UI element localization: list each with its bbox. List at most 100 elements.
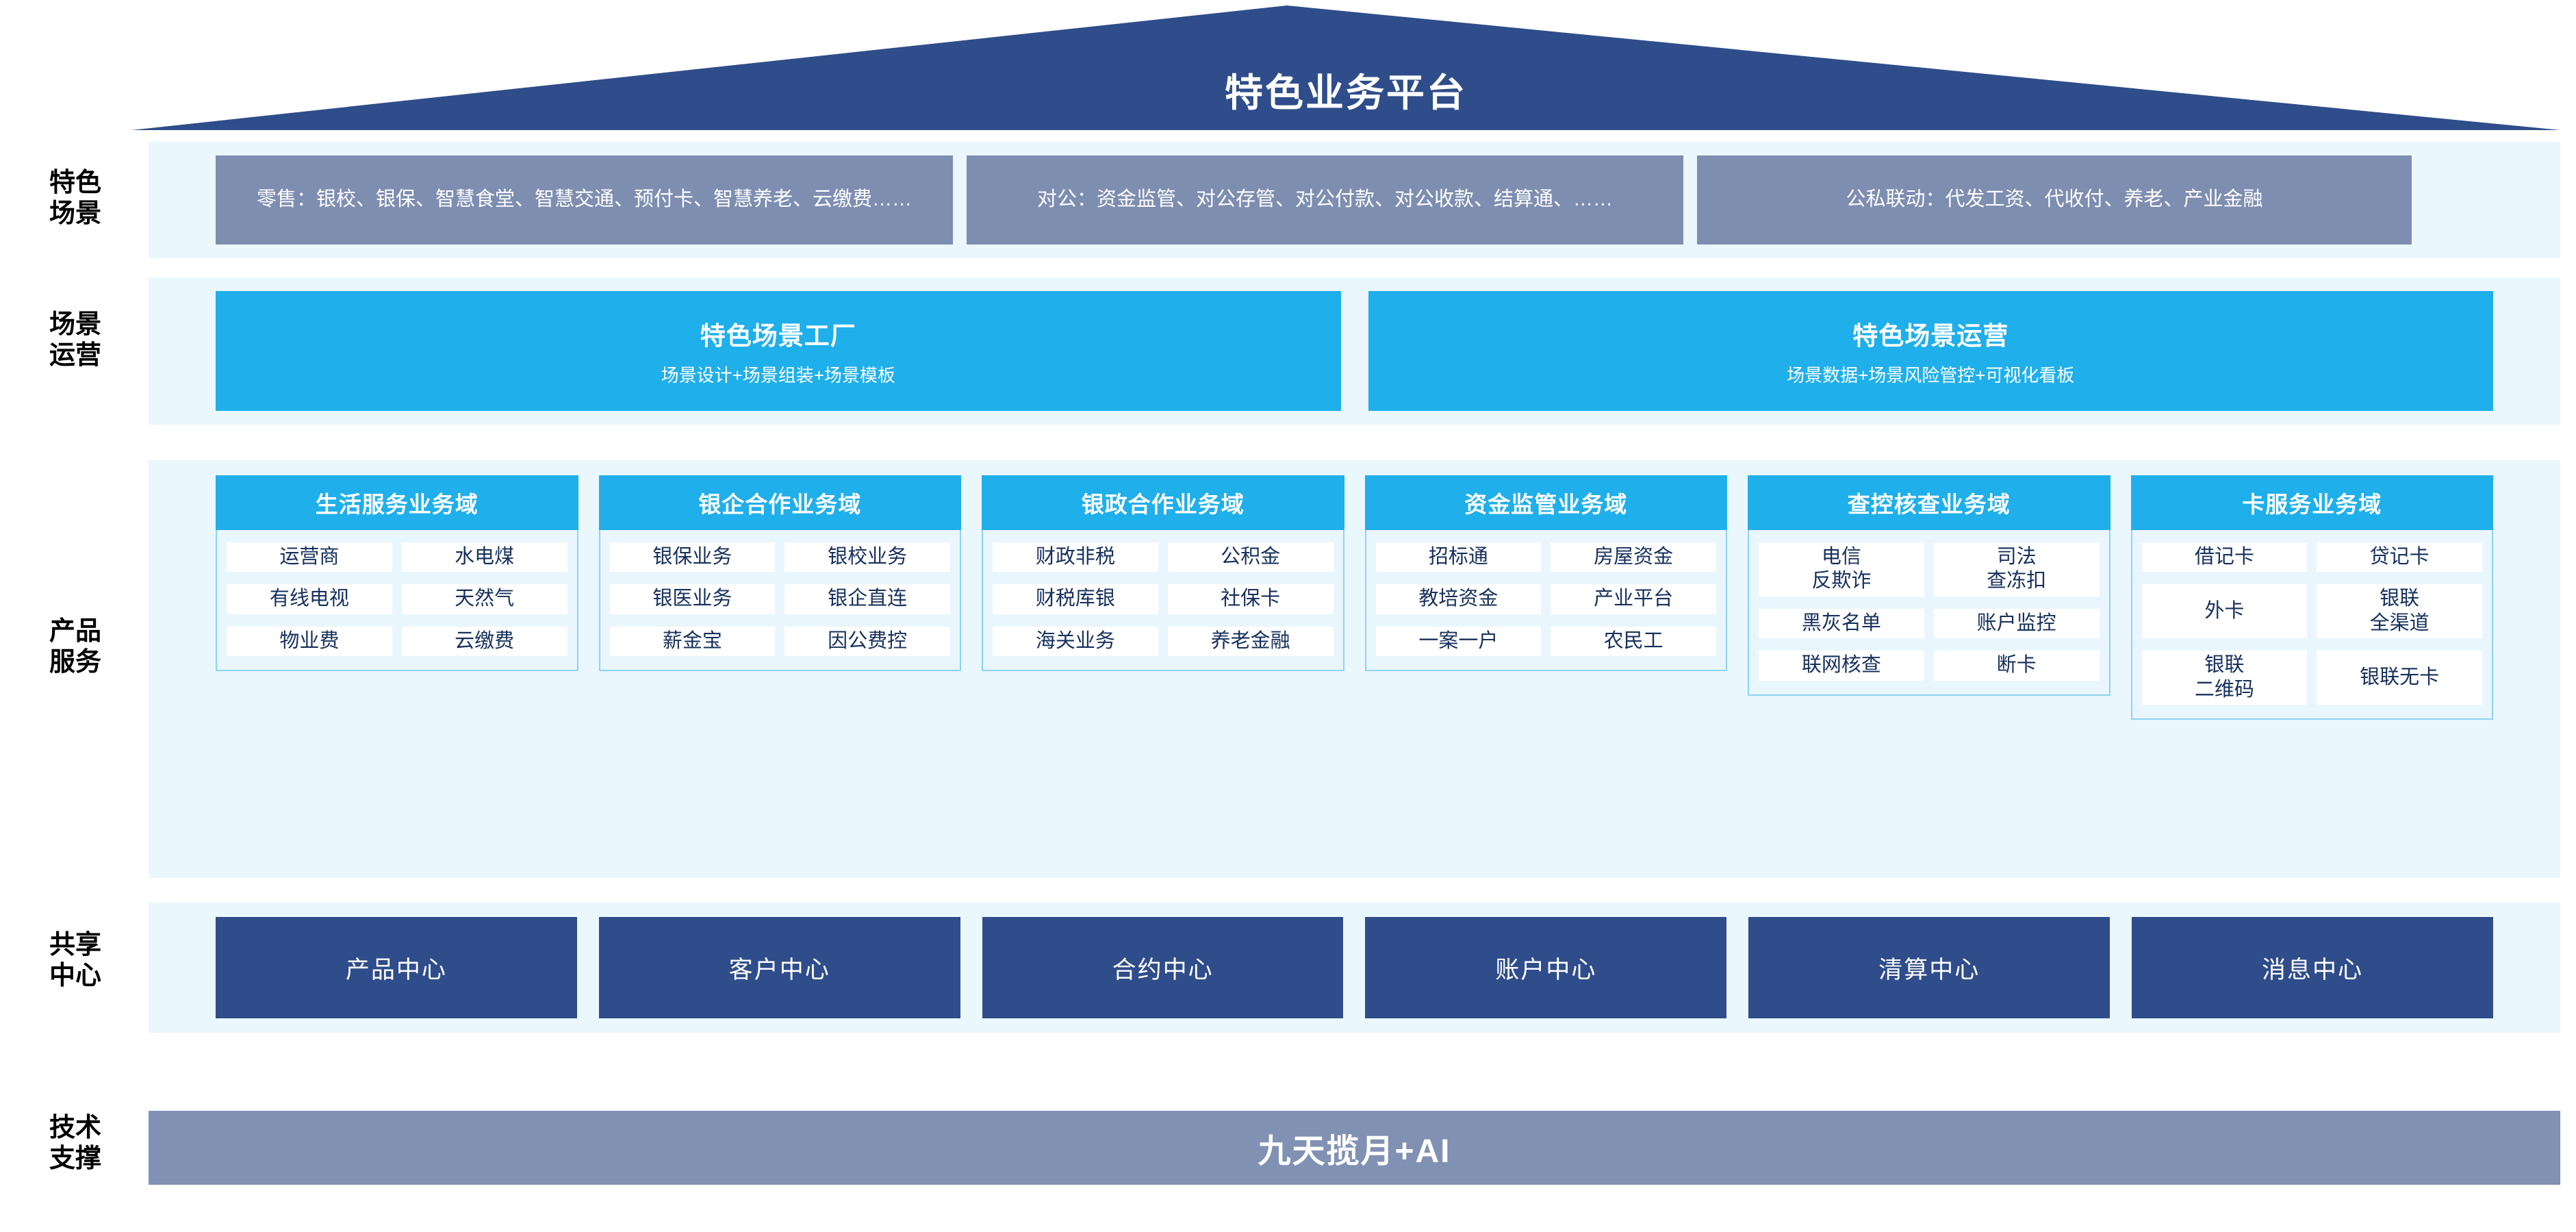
- product-cell[interactable]: 黑灰名单: [1759, 608, 1924, 639]
- product-cell[interactable]: 司法 查冻扣: [1933, 542, 2100, 596]
- operation-row: 特色场景工厂 场景设计+场景组装+场景模板 特色场景运营 场景数据+场景风险管控…: [149, 277, 2560, 425]
- product-cell[interactable]: 公积金: [1167, 542, 1334, 573]
- scene-box-retail[interactable]: 零售：银校、银保、智慧食堂、智慧交通、预付卡、智慧养老、云缴费……: [216, 155, 953, 244]
- product-cell[interactable]: 运营商: [227, 542, 392, 573]
- shared-center-settlement[interactable]: 清算中心: [1748, 917, 2110, 1018]
- platform-roof-header: 特色业务平台: [131, 5, 2560, 130]
- row-label-tech: 技术 支撑: [49, 1114, 101, 1173]
- product-column-body: 银保业务 银校业务 银医业务 银企直连 薪金宝 因公费控: [598, 530, 961, 672]
- product-row: 招标通 房屋资金: [1375, 542, 1716, 573]
- row-label-product: 产品 服务: [49, 617, 101, 677]
- product-cell[interactable]: 银校业务: [785, 542, 950, 573]
- product-cell[interactable]: 贷记卡: [2317, 542, 2482, 573]
- product-row: 银医业务 银企直连: [609, 584, 950, 614]
- product-column-body: 借记卡 贷记卡 外卡 银联 全渠道 银联 二维码 银联无卡: [2130, 530, 2493, 720]
- product-cell[interactable]: 社保卡: [1167, 584, 1334, 614]
- shared-center-customer[interactable]: 客户中心: [598, 917, 960, 1018]
- product-cell[interactable]: 借记卡: [2141, 542, 2308, 573]
- operation-box-scene-factory[interactable]: 特色场景工厂 场景设计+场景组装+场景模板: [216, 291, 1341, 411]
- product-cell[interactable]: 断卡: [1933, 651, 2100, 681]
- product-column-title: 资金监管业务域: [1364, 475, 1727, 530]
- product-cell[interactable]: 物业费: [227, 626, 392, 657]
- product-cell[interactable]: 薪金宝: [609, 626, 776, 657]
- product-cell[interactable]: 海关业务: [993, 626, 1158, 657]
- shared-center-message[interactable]: 消息中心: [2132, 917, 2493, 1018]
- product-column-title: 银政合作业务域: [982, 475, 1344, 530]
- product-cell[interactable]: 产业平台: [1551, 584, 1716, 614]
- operation-title: 特色场景运营: [1852, 322, 2009, 350]
- product-cell[interactable]: 银医业务: [609, 584, 776, 614]
- product-cell[interactable]: 联网核查: [1759, 651, 1924, 681]
- product-cell[interactable]: 有线电视: [227, 584, 392, 614]
- product-cell[interactable]: 银联 全渠道: [2317, 584, 2482, 639]
- product-cell[interactable]: 云缴费: [401, 626, 568, 657]
- row-label-scene: 特色 场景: [49, 168, 101, 228]
- operation-title: 特色场景工厂: [700, 322, 856, 350]
- product-cell[interactable]: 天然气: [401, 584, 568, 614]
- product-cell[interactable]: 电信 反欺诈: [1759, 542, 1924, 596]
- product-row: 薪金宝 因公费控: [609, 626, 950, 657]
- product-row: 财税库银 社保卡: [993, 584, 1334, 614]
- product-row: 外卡 银联 全渠道: [2141, 584, 2482, 639]
- product-cell[interactable]: 因公费控: [785, 626, 950, 657]
- roof-triangle-shape: [131, 5, 2560, 130]
- scene-box-corporate[interactable]: 对公：资金监管、对公存管、对公付款、对公收款、结算通、……: [967, 155, 1683, 244]
- product-column-title: 生活服务业务域: [216, 475, 578, 530]
- scene-box-public-private[interactable]: 公私联动：代发工资、代收付、养老、产业金融: [1697, 155, 2412, 244]
- product-cell[interactable]: 房屋资金: [1551, 542, 1716, 573]
- product-column-fund-supervision: 资金监管业务域 招标通 房屋资金 教培资金 产业平台 一案一户 农民工: [1364, 475, 1727, 672]
- shared-center-product[interactable]: 产品中心: [216, 917, 577, 1018]
- product-column-title: 查控核查业务域: [1748, 475, 2110, 530]
- product-cell[interactable]: 银保业务: [609, 542, 776, 573]
- product-row: 运营商 水电煤: [227, 542, 568, 573]
- product-cell[interactable]: 一案一户: [1375, 626, 1542, 657]
- product-row: 物业费 云缴费: [227, 626, 568, 657]
- product-cell[interactable]: 银联无卡: [2317, 651, 2482, 705]
- product-column-title: 银企合作业务域: [598, 475, 961, 530]
- product-column-life-service: 生活服务业务域 运营商 水电煤 有线电视 天然气 物业费 云缴费: [216, 475, 578, 672]
- product-row: 银联 二维码 银联无卡: [2141, 651, 2482, 705]
- product-cell[interactable]: 银联 二维码: [2141, 651, 2308, 705]
- product-row: 一案一户 农民工: [1375, 626, 1716, 657]
- product-service-band: 生活服务业务域 运营商 水电煤 有线电视 天然气 物业费 云缴费 银企合作业务域: [149, 460, 2560, 878]
- shared-center-account[interactable]: 账户中心: [1365, 917, 1727, 1018]
- product-row: 借记卡 贷记卡: [2141, 542, 2482, 573]
- product-cell[interactable]: 水电煤: [401, 542, 568, 573]
- tech-support-bar[interactable]: 九天揽月+AI: [149, 1111, 2560, 1185]
- shared-center-contract[interactable]: 合约中心: [982, 917, 1344, 1018]
- product-cell[interactable]: 银企直连: [785, 584, 950, 614]
- product-row: 海关业务 养老金融: [993, 626, 1334, 657]
- product-column-body: 财政非税 公积金 财税库银 社保卡 海关业务 养老金融: [982, 530, 1344, 672]
- product-row: 黑灰名单 账户监控: [1759, 608, 2100, 639]
- product-column-bank-enterprise: 银企合作业务域 银保业务 银校业务 银医业务 银企直连 薪金宝 因公费控: [598, 475, 961, 672]
- product-row: 银保业务 银校业务: [609, 542, 950, 573]
- operation-subtitle: 场景设计+场景组装+场景模板: [661, 365, 895, 386]
- product-row: 财政非税 公积金: [993, 542, 1334, 573]
- row-label-operation: 场景 运营: [49, 310, 101, 370]
- product-column-card-service: 卡服务业务域 借记卡 贷记卡 外卡 银联 全渠道 银联 二维码 银联无卡: [2130, 475, 2493, 720]
- product-cell[interactable]: 外卡: [2141, 584, 2308, 639]
- shared-center-band: 产品中心 客户中心 合约中心 账户中心 清算中心 消息中心: [149, 903, 2560, 1033]
- product-column-body: 招标通 房屋资金 教培资金 产业平台 一案一户 农民工: [1364, 530, 1727, 672]
- product-cell[interactable]: 招标通: [1375, 542, 1542, 573]
- product-row: 有线电视 天然气: [227, 584, 568, 614]
- product-column-body: 运营商 水电煤 有线电视 天然气 物业费 云缴费: [216, 530, 578, 672]
- product-row: 电信 反欺诈 司法 查冻扣: [1759, 542, 2100, 596]
- product-column-title: 卡服务业务域: [2130, 475, 2493, 530]
- shared-center-row: 产品中心 客户中心 合约中心 账户中心 清算中心 消息中心: [149, 903, 2560, 1033]
- product-column-body: 电信 反欺诈 司法 查冻扣 黑灰名单 账户监控 联网核查 断卡: [1748, 530, 2110, 696]
- product-column-bank-government: 银政合作业务域 财政非税 公积金 财税库银 社保卡 海关业务 养老金融: [982, 475, 1344, 672]
- product-cell[interactable]: 财税库银: [993, 584, 1158, 614]
- product-cell[interactable]: 账户监控: [1933, 608, 2100, 639]
- scene-band: 零售：银校、银保、智慧食堂、智慧交通、预付卡、智慧养老、云缴费…… 对公：资金监…: [149, 142, 2560, 258]
- product-cell[interactable]: 养老金融: [1167, 626, 1334, 657]
- scene-row: 零售：银校、银保、智慧食堂、智慧交通、预付卡、智慧养老、云缴费…… 对公：资金监…: [149, 142, 2560, 258]
- row-label-shared: 共享 中心: [49, 931, 101, 990]
- product-row: 教培资金 产业平台: [1375, 584, 1716, 614]
- product-column-investigation-control: 查控核查业务域 电信 反欺诈 司法 查冻扣 黑灰名单 账户监控 联网核查 断卡: [1748, 475, 2110, 696]
- product-cell[interactable]: 教培资金: [1375, 584, 1542, 614]
- product-cell[interactable]: 财政非税: [993, 542, 1158, 573]
- operation-band: 特色场景工厂 场景设计+场景组装+场景模板 特色场景运营 场景数据+场景风险管控…: [149, 277, 2560, 425]
- product-cell[interactable]: 农民工: [1551, 626, 1716, 657]
- operation-box-scene-operation[interactable]: 特色场景运营 场景数据+场景风险管控+可视化看板: [1368, 291, 2493, 411]
